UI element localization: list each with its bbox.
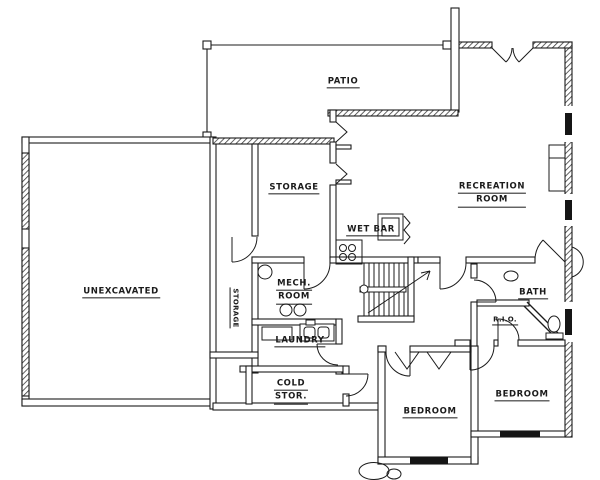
room-label-wet-bar: WET BAR: [346, 223, 396, 237]
french-doors-icon: [491, 47, 513, 63]
room-label-mech-room: MECH. ROOM: [276, 278, 312, 305]
wet-bar-sink-icon: [339, 244, 347, 252]
wet-bar-counter: [335, 213, 411, 265]
patio-outline: [202, 40, 452, 141]
water-heater-icon: [257, 264, 273, 280]
laundry-counter-icon: [261, 326, 293, 341]
room-label-bedroom-middle: BEDROOM: [402, 405, 458, 419]
room-label-bath: BATH: [518, 286, 548, 300]
bifold-door-icon: [394, 351, 420, 370]
window: [410, 113, 572, 464]
room-label-patio: PATIO: [326, 75, 360, 89]
bath-sink-icon: [503, 270, 519, 282]
room-label-storage: STORAGE: [268, 181, 320, 195]
door-swings: [231, 47, 566, 397]
toilet-icon: [545, 332, 564, 340]
bar-shelves-icon: [403, 215, 411, 245]
room-label-cold-storage: COLD STOR.: [273, 378, 309, 405]
bath-fixtures: [503, 270, 564, 340]
room-label-rio: R.I.O.: [492, 314, 518, 326]
room-label-bedroom-right: BEDROOM: [494, 388, 550, 402]
walls: [21, 7, 574, 465]
bar-counter-icon: [377, 213, 404, 241]
room-label-unexcavated: UNEXCAVATED: [82, 285, 160, 299]
louver-door-icon: [335, 121, 348, 143]
room-label-storage-closet: STORAGE: [229, 287, 241, 329]
furnace-icon: [279, 303, 293, 317]
room-label-laundry: LAUNDRY: [274, 334, 326, 348]
room-label-recreation: RECREATION ROOM: [457, 181, 527, 208]
laundry-fixtures: [261, 319, 335, 342]
stairs-icon: [359, 263, 431, 316]
fireplace-icon: [548, 144, 566, 192]
